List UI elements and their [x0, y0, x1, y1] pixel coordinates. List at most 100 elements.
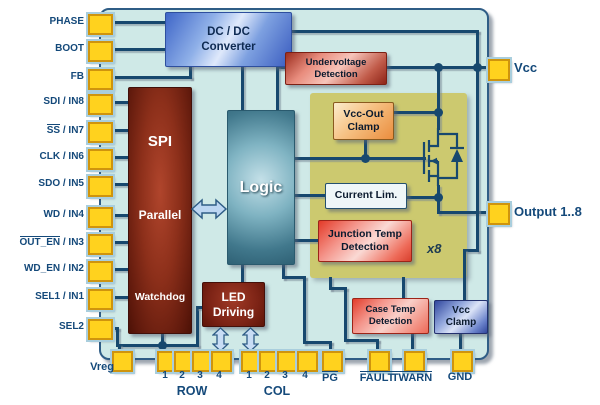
- row-number-label: 2: [179, 370, 185, 381]
- pg-pin-label: PG: [300, 371, 360, 384]
- vccclamp-line1: Vcc: [452, 304, 470, 316]
- wire-segment: [275, 65, 287, 69]
- fault-pin: [368, 350, 390, 372]
- wire-segment: [160, 331, 164, 347]
- wire-segment: [436, 65, 440, 130]
- wire-segment: [328, 276, 332, 290]
- case-temp-detection-block: Case Temp Detection: [352, 298, 429, 334]
- spi-parallel-watchdog-block: SPI Parallel Watchdog: [128, 87, 192, 334]
- pin-label-text: / IN3: [60, 236, 84, 248]
- wire-segment: [188, 62, 192, 79]
- wire-segment: [106, 213, 130, 217]
- wire-segment: [475, 65, 479, 252]
- junction-dot: [433, 62, 443, 72]
- left-pin-label: BOOT: [0, 43, 84, 54]
- col-group-label: COL: [263, 384, 291, 398]
- pin-label-text: / IN7: [60, 124, 84, 136]
- wire-segment: [401, 276, 405, 301]
- gnd-pin: [451, 350, 473, 372]
- vccclamp-line2: Clamp: [445, 317, 477, 328]
- dcdc-line2: Converter: [201, 40, 256, 53]
- left-pin-label: SEL1 / IN1: [0, 291, 84, 302]
- pin-label-text: PHASE: [49, 15, 84, 27]
- twarn-pin: [403, 350, 425, 372]
- pin-label-text: SS: [46, 123, 61, 136]
- left-pin-label: SS / IN7: [0, 123, 84, 136]
- junction-dot: [360, 153, 370, 163]
- wire-segment: [288, 29, 479, 33]
- pin-label-text: GND: [447, 371, 473, 383]
- wire-segment: [106, 155, 130, 159]
- wire-segment: [343, 286, 347, 342]
- spi-footer: Watchdog: [134, 291, 186, 303]
- voclamp-line1: Vcc-Out: [343, 107, 384, 120]
- pin-label-text: TWARN: [391, 371, 433, 384]
- pg-pin: [321, 350, 343, 372]
- led-line1: LED: [221, 289, 246, 304]
- wire-segment: [363, 136, 367, 160]
- wire-segment: [106, 182, 130, 186]
- spi-logic-bidirectional-arrow-icon: [190, 198, 228, 220]
- left-pin: [87, 260, 113, 282]
- wire-segment: [291, 156, 426, 160]
- wire-segment: [291, 193, 327, 197]
- left-pin-label: PHASE: [0, 16, 84, 27]
- left-pin: [87, 288, 113, 310]
- col-number-label: 2: [264, 370, 270, 381]
- col3-pin: [276, 350, 298, 372]
- left-pin-label: SEL2: [0, 321, 84, 332]
- pin-label-text: SDO / IN5: [38, 177, 84, 189]
- junction-dot: [472, 62, 482, 72]
- row-number-label: 1: [162, 370, 168, 381]
- uv-line2: Detection: [314, 68, 358, 80]
- pin-label-text: BOOT: [55, 42, 84, 54]
- led-line2: Driving: [212, 304, 255, 319]
- wire-segment: [291, 238, 320, 242]
- left-pin-label: WD_EN / IN2: [0, 263, 84, 274]
- left-pin: [87, 40, 113, 62]
- logic-block: Logic: [227, 110, 295, 265]
- wire-segment: [106, 47, 167, 51]
- junction-temp-detection-block: Junction Temp Detection: [318, 220, 412, 262]
- row-bidirectional-arrow-icon: [212, 327, 229, 352]
- wire-segment: [115, 326, 119, 347]
- vcc-pin-label: Vcc: [514, 60, 538, 75]
- twarn-pin-label: TWARN: [382, 371, 442, 384]
- wire-segment: [106, 267, 130, 271]
- jt-line1: Junction Temp: [328, 227, 402, 240]
- pin-label-text: FAULT: [359, 371, 395, 384]
- wire-segment: [281, 261, 285, 279]
- col-number-label: 4: [302, 370, 308, 381]
- wire-segment: [403, 195, 440, 199]
- left-pin: [87, 318, 113, 340]
- led-driving-block: LED Driving: [202, 282, 265, 327]
- pin-label-text: FB: [70, 70, 84, 82]
- output-pin-label: Output 1..8: [514, 204, 582, 219]
- vcc-pin: [488, 59, 510, 81]
- wire-segment: [117, 343, 121, 353]
- vcc-clamp-block: Vcc Clamp: [434, 300, 488, 334]
- row4-pin: [210, 350, 232, 372]
- pin-label-text: SEL1 / IN1: [35, 290, 84, 302]
- left-pin: [87, 206, 113, 228]
- left-pin: [87, 148, 113, 170]
- pin-label-text: WD / IN4: [43, 208, 84, 220]
- col4-pin: [296, 350, 318, 372]
- left-pin: [87, 13, 113, 35]
- wire-segment: [390, 110, 440, 114]
- mosfet-diode-symbol: [422, 128, 464, 186]
- gnd-pin-label: GND: [430, 371, 490, 383]
- col-number-label: 1: [246, 370, 252, 381]
- fault-pin-label: FAULT: [347, 371, 407, 384]
- row3-pin: [191, 350, 213, 372]
- wire-segment: [462, 248, 466, 303]
- junction-dot: [433, 192, 443, 202]
- wire-segment: [195, 305, 205, 309]
- wire-segment: [240, 63, 244, 112]
- uv-line1: Undervoltage: [305, 56, 367, 68]
- dcdc-converter-block: DC / DC Converter: [165, 12, 292, 67]
- voclamp-line2: Clamp: [347, 121, 380, 133]
- vreg-pin-label: Vreg: [90, 361, 114, 373]
- wire-segment: [106, 240, 130, 244]
